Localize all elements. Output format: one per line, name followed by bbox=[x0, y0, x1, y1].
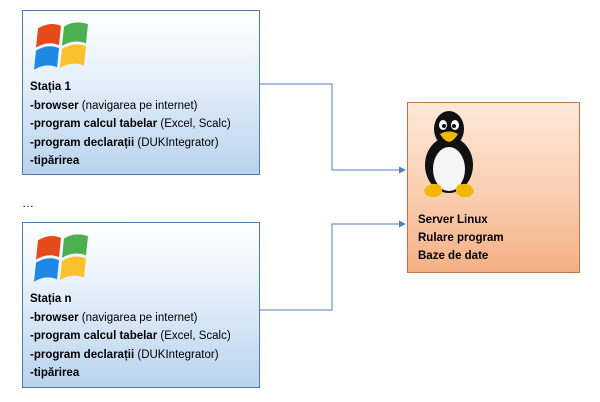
station-n-text: Stația n -browser (navigarea pe internet… bbox=[30, 290, 255, 383]
server-line: Rulare program bbox=[418, 232, 504, 244]
server-text: Server Linux Rulare program Baze de date bbox=[418, 211, 504, 265]
server-line: Baze de date bbox=[418, 250, 489, 262]
connector-station-n bbox=[260, 220, 406, 311]
linux-server-box: Server Linux Rulare program Baze de date bbox=[407, 102, 580, 273]
station-title: Stația n bbox=[30, 293, 72, 305]
station-item: -program calcul tabelar (Excel, Scalc) bbox=[30, 118, 231, 131]
station-item: -tipărirea bbox=[30, 367, 80, 380]
station-item: -program declarații (DUKIntegrator) bbox=[30, 136, 219, 149]
station-item: -program declarații (DUKIntegrator) bbox=[30, 348, 219, 361]
station-item: -browser (navigarea pe internet) bbox=[30, 99, 198, 112]
station-title: Stația 1 bbox=[30, 81, 71, 93]
station-1-text: Stația 1 -browser (navigarea pe internet… bbox=[30, 78, 255, 171]
server-line: Server Linux bbox=[418, 214, 488, 226]
station-1-box: Stația 1 -browser (navigarea pe internet… bbox=[22, 10, 260, 175]
station-item: -program calcul tabelar (Excel, Scalc) bbox=[30, 330, 231, 343]
station-item: -tipărirea bbox=[30, 155, 80, 168]
windows-logo-icon bbox=[34, 22, 88, 70]
linux-tux-icon bbox=[424, 111, 474, 198]
connector-station-1 bbox=[260, 83, 406, 174]
station-n-box: Stația n -browser (navigarea pe internet… bbox=[22, 222, 260, 388]
windows-logo-icon bbox=[34, 234, 88, 282]
station-item: -browser (navigarea pe internet) bbox=[30, 311, 198, 324]
ellipsis: … bbox=[22, 196, 34, 210]
